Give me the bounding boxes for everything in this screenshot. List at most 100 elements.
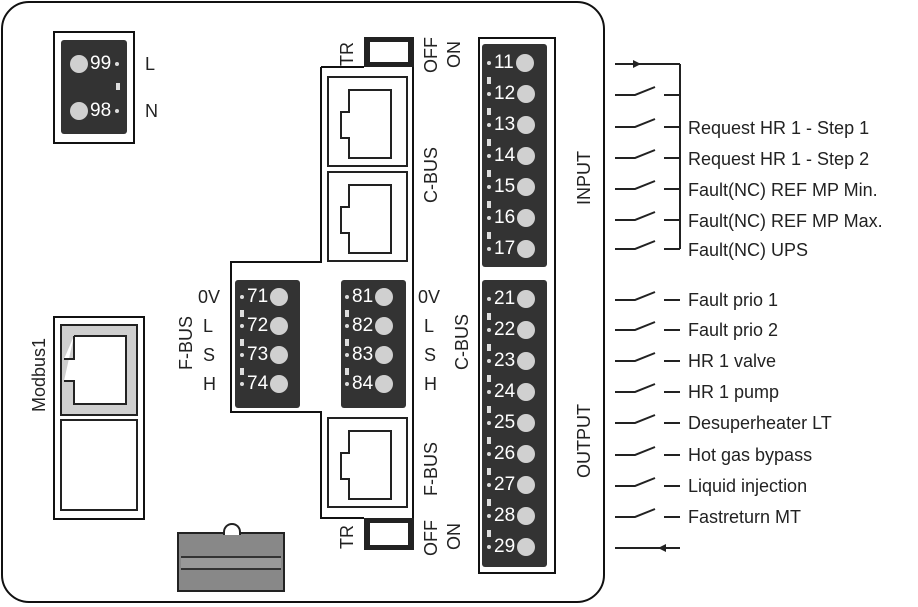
terminal-separator (487, 406, 491, 413)
terminal-99[interactable]: 99 (70, 53, 120, 75)
screw-icon (517, 85, 536, 103)
terminal-separator (345, 368, 349, 375)
terminal-separator (487, 201, 491, 208)
terminal-dot-icon (345, 382, 349, 386)
output-description: Fault prio 1 (688, 290, 779, 310)
cbus-port-1[interactable] (327, 76, 408, 167)
switch-contact-icon (615, 149, 656, 159)
fbus-terminal-74[interactable]: 74 (240, 373, 289, 395)
terminal-98[interactable]: 98 (70, 100, 120, 122)
modbus-blank-slot (60, 419, 138, 511)
screw-icon (517, 178, 536, 196)
switch-contact-icon (615, 508, 656, 518)
terminal-dot-icon (487, 452, 491, 456)
screw-icon (517, 538, 536, 556)
cbus-signal-label: H (424, 374, 437, 394)
input-description: Fault(NC) REF MP Min. (688, 180, 878, 200)
cbus-signal-label: S (424, 345, 437, 365)
battery-connector (177, 532, 285, 592)
output-terminal-strip (482, 280, 547, 567)
terminal-separator (487, 344, 491, 351)
fbus-terminal-strip (235, 280, 300, 408)
input-description: Fault(NC) UPS (688, 240, 809, 260)
cbus-terminal-82[interactable]: 82 (345, 315, 394, 337)
terminal-dot-icon (345, 295, 349, 299)
cbus-terminal-81[interactable]: 81 (345, 286, 394, 308)
terminal-separator (240, 310, 244, 317)
output-description: Liquid injection (688, 476, 808, 496)
power-label-n: N (145, 101, 158, 121)
terminal-separator (487, 108, 491, 115)
switch-contact-icon (615, 118, 656, 128)
rj45-port-icon (340, 184, 392, 254)
cbus-terminal-84[interactable]: 84 (345, 373, 394, 395)
terminal-separator (487, 232, 491, 239)
terminal-dot-icon (487, 421, 491, 425)
arrow-left-icon (658, 544, 666, 552)
screw-icon (375, 346, 394, 364)
fbus-terminal-73[interactable]: 73 (240, 344, 289, 366)
screw-icon (70, 55, 88, 73)
switch-contact-icon (615, 477, 656, 487)
output-terminal-22[interactable]: 22 (487, 319, 536, 341)
fbus-terminal-72[interactable]: 72 (240, 315, 289, 337)
output-terminal-27[interactable]: 27 (487, 474, 536, 496)
terminal-dot-icon (487, 359, 491, 363)
terminal-dot-icon (115, 62, 120, 66)
input-terminal-14[interactable]: 14 (487, 145, 536, 167)
arrow-right-icon (633, 60, 641, 68)
screw-icon (517, 240, 536, 258)
output-terminal-24[interactable]: 24 (487, 381, 536, 403)
cbus-port-2[interactable] (327, 171, 408, 262)
screw-icon (270, 346, 289, 364)
output-description: Fastreturn MT (688, 507, 802, 527)
fbus-signal-label: L (203, 316, 214, 336)
switch-contact-icon (615, 383, 656, 393)
switch-contact-icon (615, 446, 656, 456)
terminal-dot-icon (487, 123, 491, 127)
terminal-dot-icon (487, 247, 491, 251)
terminal-dot-icon (487, 328, 491, 332)
output-terminal-21[interactable]: 21 (487, 288, 536, 310)
screw-icon (375, 288, 394, 306)
input-terminal-12[interactable]: 12 (487, 83, 536, 105)
fbus-terminal-71[interactable]: 71 (240, 286, 289, 308)
switch-contact-icon (615, 352, 656, 362)
terminal-separator (345, 310, 349, 317)
output-description: HR 1 valve (688, 351, 777, 371)
output-terminal-26[interactable]: 26 (487, 443, 536, 465)
tr-switch-top[interactable] (364, 37, 414, 67)
output-terminal-28[interactable]: 28 (487, 505, 536, 527)
screw-icon (517, 321, 536, 339)
input-terminal-17[interactable]: 17 (487, 238, 536, 260)
screw-icon (270, 317, 289, 335)
tr-switch-bottom[interactable] (364, 518, 414, 550)
input-terminal-13[interactable]: 13 (487, 114, 536, 136)
terminal-dot-icon (240, 353, 244, 357)
terminal-separator (240, 339, 244, 346)
battery-tab-icon (223, 523, 241, 535)
input-terminal-11[interactable]: 11 (487, 52, 534, 74)
switch-contact-icon (615, 180, 656, 190)
terminal-separator (487, 139, 491, 146)
screw-icon (517, 352, 536, 370)
output-terminal-25[interactable]: 25 (487, 412, 536, 434)
screw-icon (375, 375, 394, 393)
terminal-separator (345, 339, 349, 346)
cbus-terminal-83[interactable]: 83 (345, 344, 394, 366)
terminal-dot-icon (487, 297, 491, 301)
terminal-separator (487, 375, 491, 382)
output-terminal-23[interactable]: 23 (487, 350, 536, 372)
output-description: HR 1 pump (688, 382, 780, 402)
modbus-port[interactable] (60, 324, 138, 416)
output-terminal-29[interactable]: 29 (487, 536, 536, 558)
fbus-signal-label: S (203, 345, 216, 365)
input-terminal-16[interactable]: 16 (487, 207, 536, 229)
cbus-signal-label: 0V (418, 287, 441, 307)
screw-icon (70, 102, 88, 120)
screw-icon (270, 288, 289, 306)
fbus-port[interactable] (327, 417, 408, 508)
input-terminal-15[interactable]: 15 (487, 176, 536, 198)
terminal-separator (487, 468, 491, 475)
